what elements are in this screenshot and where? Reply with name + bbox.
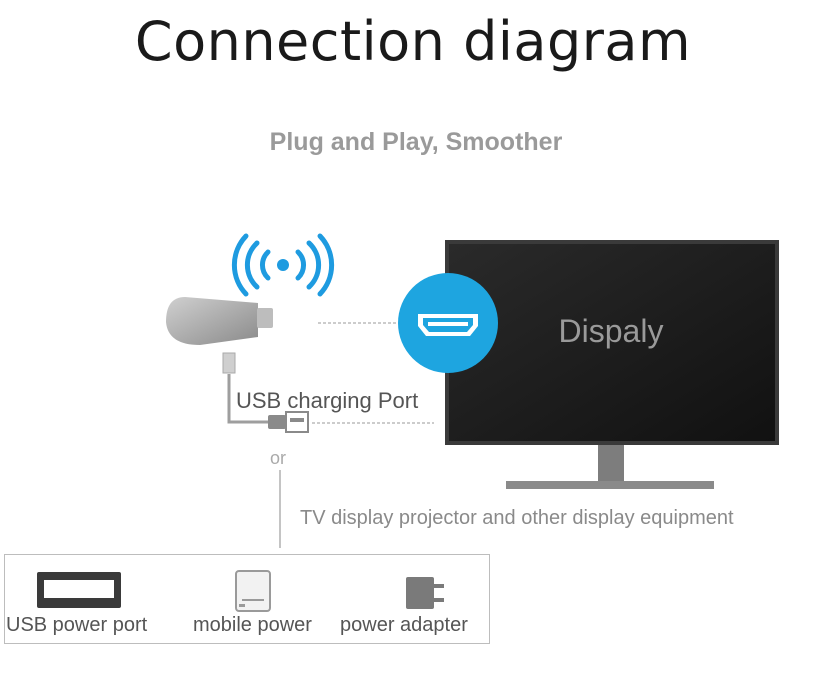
power-adapter-icon	[406, 577, 444, 609]
mobile-power-label: mobile power	[193, 614, 312, 636]
power-adapter-label: power adapter	[340, 614, 468, 636]
hdmi-icon	[398, 273, 498, 373]
power-options-box	[4, 554, 490, 644]
usb-port-icon	[37, 572, 121, 608]
usb-power-port-label: USB power port	[6, 614, 148, 636]
usb-plug-icon	[268, 411, 309, 433]
display-screen-label: Dispaly	[558, 313, 664, 349]
tv-display	[445, 240, 779, 489]
page-subtitle: Plug and Play, Smoother	[269, 128, 563, 156]
page-title: Connection diagram	[134, 10, 692, 73]
display-equipment-caption: TV display projector and other display e…	[300, 507, 734, 529]
or-label: or	[270, 448, 287, 468]
wireless-dongle	[166, 297, 273, 424]
power-bank-icon	[235, 570, 271, 612]
wifi-icon	[231, 233, 335, 297]
usb-charging-port-label: USB charging Port	[236, 388, 419, 413]
